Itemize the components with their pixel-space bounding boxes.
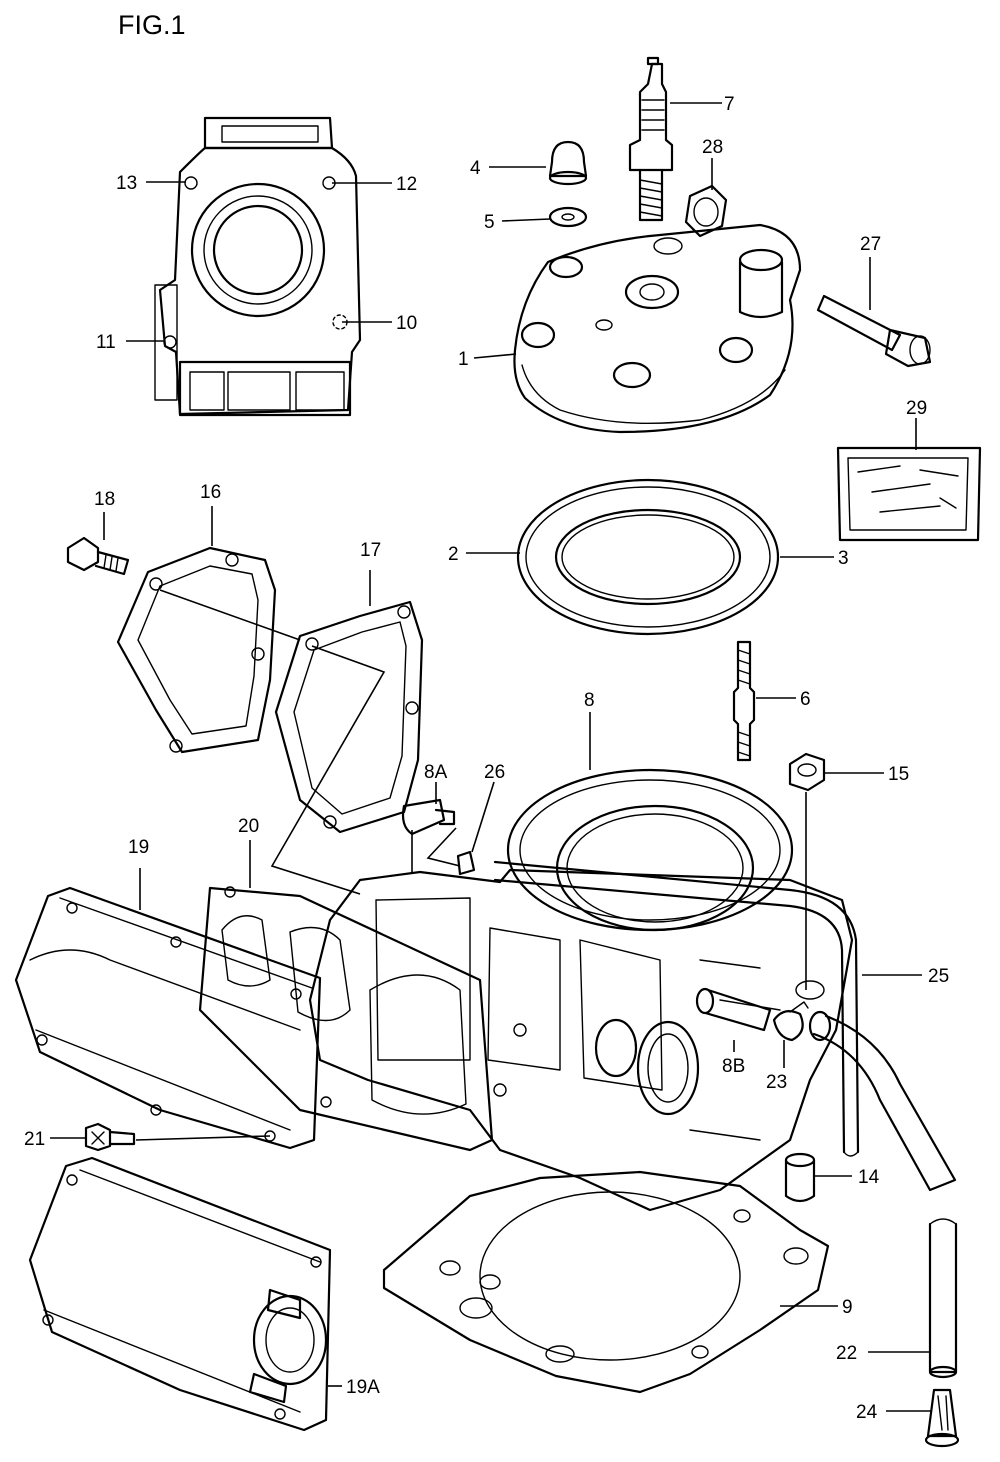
washer	[548, 206, 588, 228]
base-gasket	[382, 1170, 830, 1394]
callout-14: 14	[858, 1167, 880, 1188]
callout-29: 29	[906, 398, 927, 419]
gasket-pack	[836, 446, 982, 542]
reed-cover	[14, 886, 322, 1150]
cylinder-head	[513, 223, 802, 434]
callout-26: 26	[484, 762, 505, 783]
callout-13: 13	[116, 173, 137, 194]
leader-lines	[50, 102, 932, 1412]
callout-8: 8	[584, 690, 595, 711]
callout-10: 10	[396, 313, 417, 334]
cover-bolt	[84, 1122, 136, 1152]
vent-plug	[924, 1388, 960, 1448]
intake-gasket	[198, 886, 494, 1152]
reed-cover-alt	[28, 1156, 332, 1432]
stud-bolt	[732, 640, 756, 762]
callout-12: 12	[396, 174, 417, 195]
callout-23: 23	[766, 1072, 787, 1093]
drain-hose	[928, 1218, 958, 1379]
spark-plug	[628, 56, 674, 222]
figure-title: FIG.1	[118, 10, 186, 40]
callout-19: 19	[128, 837, 149, 858]
cylinder-top-view	[154, 116, 362, 417]
callout-3: 3	[838, 548, 849, 569]
callout-15: 15	[888, 764, 909, 785]
cap-nut	[548, 140, 588, 186]
callout-24: 24	[856, 1402, 878, 1423]
hose-clamp	[772, 1001, 809, 1042]
callout-6: 6	[800, 689, 811, 710]
callout-11: 11	[96, 332, 116, 353]
reed-gasket-17	[274, 600, 424, 834]
callout-28: 28	[702, 137, 723, 158]
hose-fitting	[695, 987, 772, 1032]
callout-21: 21	[24, 1129, 45, 1150]
callout-25: 25	[928, 966, 949, 987]
elbow-fitting	[401, 798, 456, 836]
callout-27: 27	[860, 234, 881, 255]
callout-2: 2	[448, 544, 459, 565]
reed-gasket-16	[116, 546, 277, 754]
callout-22: 22	[836, 1343, 857, 1364]
callout-5: 5	[484, 212, 495, 233]
callout-9: 9	[842, 1297, 853, 1318]
callout-20: 20	[238, 816, 259, 837]
callout-8a: 8A	[424, 762, 448, 783]
head-gasket-rings	[516, 478, 780, 636]
callout-4: 4	[470, 158, 481, 179]
callout-1: 1	[458, 349, 469, 370]
hex-bolt	[66, 536, 130, 576]
hose-clip	[456, 850, 476, 876]
callout-labels: 7 28 4 5 27 1 29 2 3 6 15 8 8A 26 8B 23 …	[24, 94, 949, 1423]
callout-7: 7	[724, 94, 735, 115]
flange-bolt	[816, 294, 932, 368]
callout-16: 16	[200, 482, 221, 503]
callout-8b: 8B	[722, 1056, 745, 1077]
guide-lines	[135, 589, 807, 1141]
collar	[784, 1152, 816, 1203]
breather-hose	[493, 860, 957, 1192]
callout-18: 18	[94, 489, 115, 510]
callout-19a: 19A	[346, 1377, 380, 1398]
hex-nut	[788, 752, 826, 792]
cylinder-body	[308, 768, 854, 1212]
callout-17: 17	[360, 540, 381, 561]
